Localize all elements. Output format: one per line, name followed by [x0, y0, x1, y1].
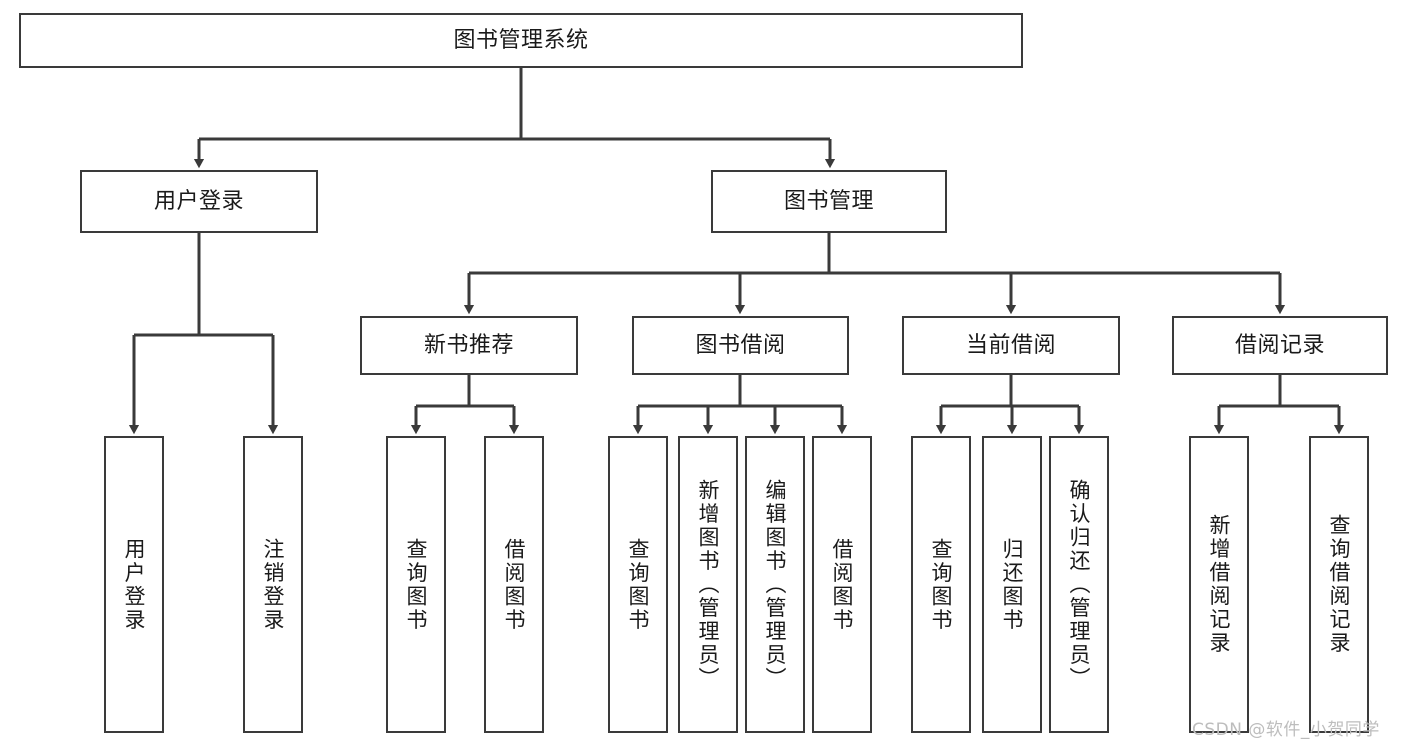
node-root-system-label: 图书管理系统 [453, 27, 589, 53]
node-leaf-borrow-book-rec-label: 借阅图书 [502, 537, 527, 632]
node-leaf-borrow-book-label: 借阅图书 [830, 537, 855, 632]
node-leaf-borrow-book[interactable]: 借阅图书 [812, 436, 872, 733]
node-leaf-user-login[interactable]: 用户登录 [104, 436, 164, 733]
node-user-login-label: 用户登录 [153, 188, 244, 214]
node-current-borrow[interactable]: 当前借阅 [902, 316, 1120, 375]
node-leaf-return-book[interactable]: 归还图书 [982, 436, 1042, 733]
node-leaf-query-book-rec-label: 查询图书 [404, 537, 429, 632]
node-book-manage-label: 图书管理 [783, 188, 874, 214]
node-borrow-record-label: 借阅记录 [1234, 332, 1325, 358]
node-leaf-add-book-label: 新增图书（管理员） [696, 478, 721, 691]
node-leaf-confirm-return[interactable]: 确认归还（管理员） [1049, 436, 1109, 733]
csdn-watermark: CSDN @软件_小贺同学 [1192, 720, 1380, 740]
node-user-login[interactable]: 用户登录 [80, 170, 318, 233]
node-leaf-query-book-cur[interactable]: 查询图书 [911, 436, 971, 733]
node-leaf-add-record[interactable]: 新增借阅记录 [1189, 436, 1249, 733]
node-leaf-query-book-borrow-label: 查询图书 [626, 537, 651, 632]
node-book-borrow-label: 图书借阅 [695, 332, 786, 358]
node-book-borrow[interactable]: 图书借阅 [632, 316, 849, 375]
node-leaf-query-book-cur-label: 查询图书 [929, 537, 954, 632]
node-leaf-query-book-borrow[interactable]: 查询图书 [608, 436, 668, 733]
node-leaf-user-login-label: 用户登录 [122, 537, 147, 632]
node-leaf-borrow-book-rec[interactable]: 借阅图书 [484, 436, 544, 733]
node-leaf-logout[interactable]: 注销登录 [243, 436, 303, 733]
node-borrow-record[interactable]: 借阅记录 [1172, 316, 1388, 375]
node-current-borrow-label: 当前借阅 [965, 332, 1056, 358]
node-leaf-query-book-rec[interactable]: 查询图书 [386, 436, 446, 733]
node-leaf-add-book[interactable]: 新增图书（管理员） [678, 436, 738, 733]
node-leaf-confirm-return-label: 确认归还（管理员） [1067, 478, 1092, 691]
node-root-system[interactable]: 图书管理系统 [19, 13, 1023, 68]
node-leaf-edit-book-label: 编辑图书（管理员） [763, 478, 788, 691]
node-leaf-return-book-label: 归还图书 [1000, 537, 1025, 632]
node-leaf-add-record-label: 新增借阅记录 [1207, 514, 1232, 655]
node-leaf-logout-label: 注销登录 [261, 537, 286, 632]
node-book-manage[interactable]: 图书管理 [711, 170, 947, 233]
node-leaf-query-record[interactable]: 查询借阅记录 [1309, 436, 1369, 733]
node-leaf-edit-book[interactable]: 编辑图书（管理员） [745, 436, 805, 733]
node-new-book-recommend[interactable]: 新书推荐 [360, 316, 578, 375]
node-leaf-query-record-label: 查询借阅记录 [1327, 514, 1352, 655]
node-new-book-recommend-label: 新书推荐 [423, 332, 514, 358]
